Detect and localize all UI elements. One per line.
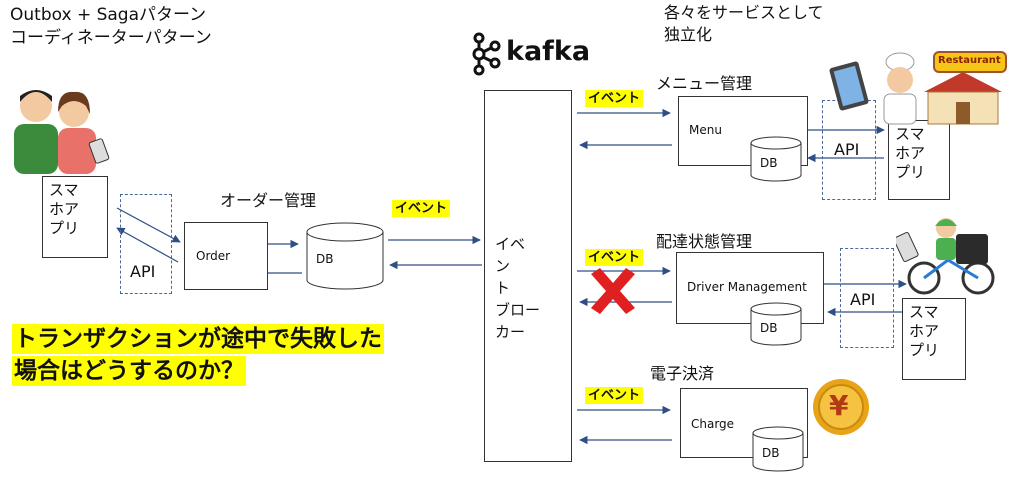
order-app-box: スマ ホア プリ xyxy=(42,176,108,258)
people-illustration xyxy=(8,82,113,174)
menu-db-label: DB xyxy=(760,156,778,170)
event-broker-box: イベ ン ト ブロー カー xyxy=(484,90,572,462)
charge-service-label: Charge xyxy=(691,417,735,431)
broker-label-line: イベ xyxy=(495,235,526,253)
order-api-label: API xyxy=(130,262,156,281)
broker-label: イベ ン ト ブロー カー xyxy=(495,233,540,343)
broker-label-line: ト xyxy=(495,279,511,297)
menu-api-label: API xyxy=(834,140,860,159)
diagram-title: Outbox + Sagaパターン コーディネーターパターン xyxy=(10,4,212,50)
delivery-heading: 配達状態管理 xyxy=(656,232,753,251)
driver-api-label: API xyxy=(850,290,876,309)
restaurant-sign-text: Restaurant xyxy=(938,55,1001,66)
yen-symbol: ¥ xyxy=(829,389,849,422)
question-line-1: トランザクションが途中で失敗した xyxy=(12,324,384,354)
order-service-label: Order xyxy=(196,249,231,263)
app-line: ホア xyxy=(49,200,80,218)
menu-service-label: Menu xyxy=(689,123,722,137)
kafka-icon xyxy=(472,32,501,76)
menu-db: DB xyxy=(750,136,802,182)
charge-db: DB xyxy=(752,426,804,472)
payment-heading: 電子決済 xyxy=(650,364,715,383)
app-line: ホア xyxy=(909,322,940,340)
driver-db-label: DB xyxy=(760,321,778,335)
top-note-line-1: 各々をサービスとして xyxy=(664,3,824,22)
event-label-menu: イベント xyxy=(585,90,644,107)
kafka-label: kafka xyxy=(506,36,591,67)
menu-heading: メニュー管理 xyxy=(656,74,753,93)
title-line-2: コーディネーターパターン xyxy=(10,28,212,48)
app-line: ホア xyxy=(895,144,926,162)
top-note-line-2: 独立化 xyxy=(664,25,713,44)
broker-label-line: カー xyxy=(495,323,526,341)
event-label-delivery: イベント xyxy=(585,249,644,266)
driver-service-label: Driver Management xyxy=(687,280,807,294)
app-line: プリ xyxy=(49,219,80,237)
title-line-1: Outbox + Sagaパターン xyxy=(10,5,207,25)
order-db: DB xyxy=(306,222,384,290)
restaurant-illustration: Restaurant xyxy=(828,50,1008,126)
broker-label-line: ン xyxy=(495,257,511,275)
delivery-bicycle-illustration xyxy=(896,218,995,295)
question-line-2: 場合はどうするのか？ xyxy=(12,356,246,386)
broker-label-line: ブロー xyxy=(495,301,541,319)
driver-api-boundary xyxy=(840,248,894,348)
app-line: スマ xyxy=(49,181,79,199)
order-heading: オーダー管理 xyxy=(220,191,317,210)
driver-db: DB xyxy=(750,302,802,346)
yen-coin-icon: ¥ xyxy=(812,378,870,436)
charge-db-label: DB xyxy=(762,446,780,460)
app-line: プリ xyxy=(895,163,926,181)
order-api-boundary xyxy=(120,194,172,294)
top-note: 各々をサービスとして 独立化 xyxy=(664,2,824,46)
failure-cross-icon xyxy=(591,268,635,314)
order-db-label: DB xyxy=(316,252,334,266)
menu-app-box: スマ ホア プリ xyxy=(888,120,950,200)
app-line: スマ xyxy=(895,125,925,143)
event-label-payment: イベント xyxy=(585,387,644,404)
question-callout: トランザクションが途中で失敗した 場合はどうするのか？ xyxy=(12,324,384,386)
app-line: プリ xyxy=(909,341,940,359)
kafka-logo: kafka xyxy=(468,32,591,76)
event-label-order: イベント xyxy=(392,200,451,217)
order-service-box: Order xyxy=(184,222,268,290)
driver-app-box: スマ ホア プリ xyxy=(902,298,966,380)
app-line: スマ xyxy=(909,303,939,321)
